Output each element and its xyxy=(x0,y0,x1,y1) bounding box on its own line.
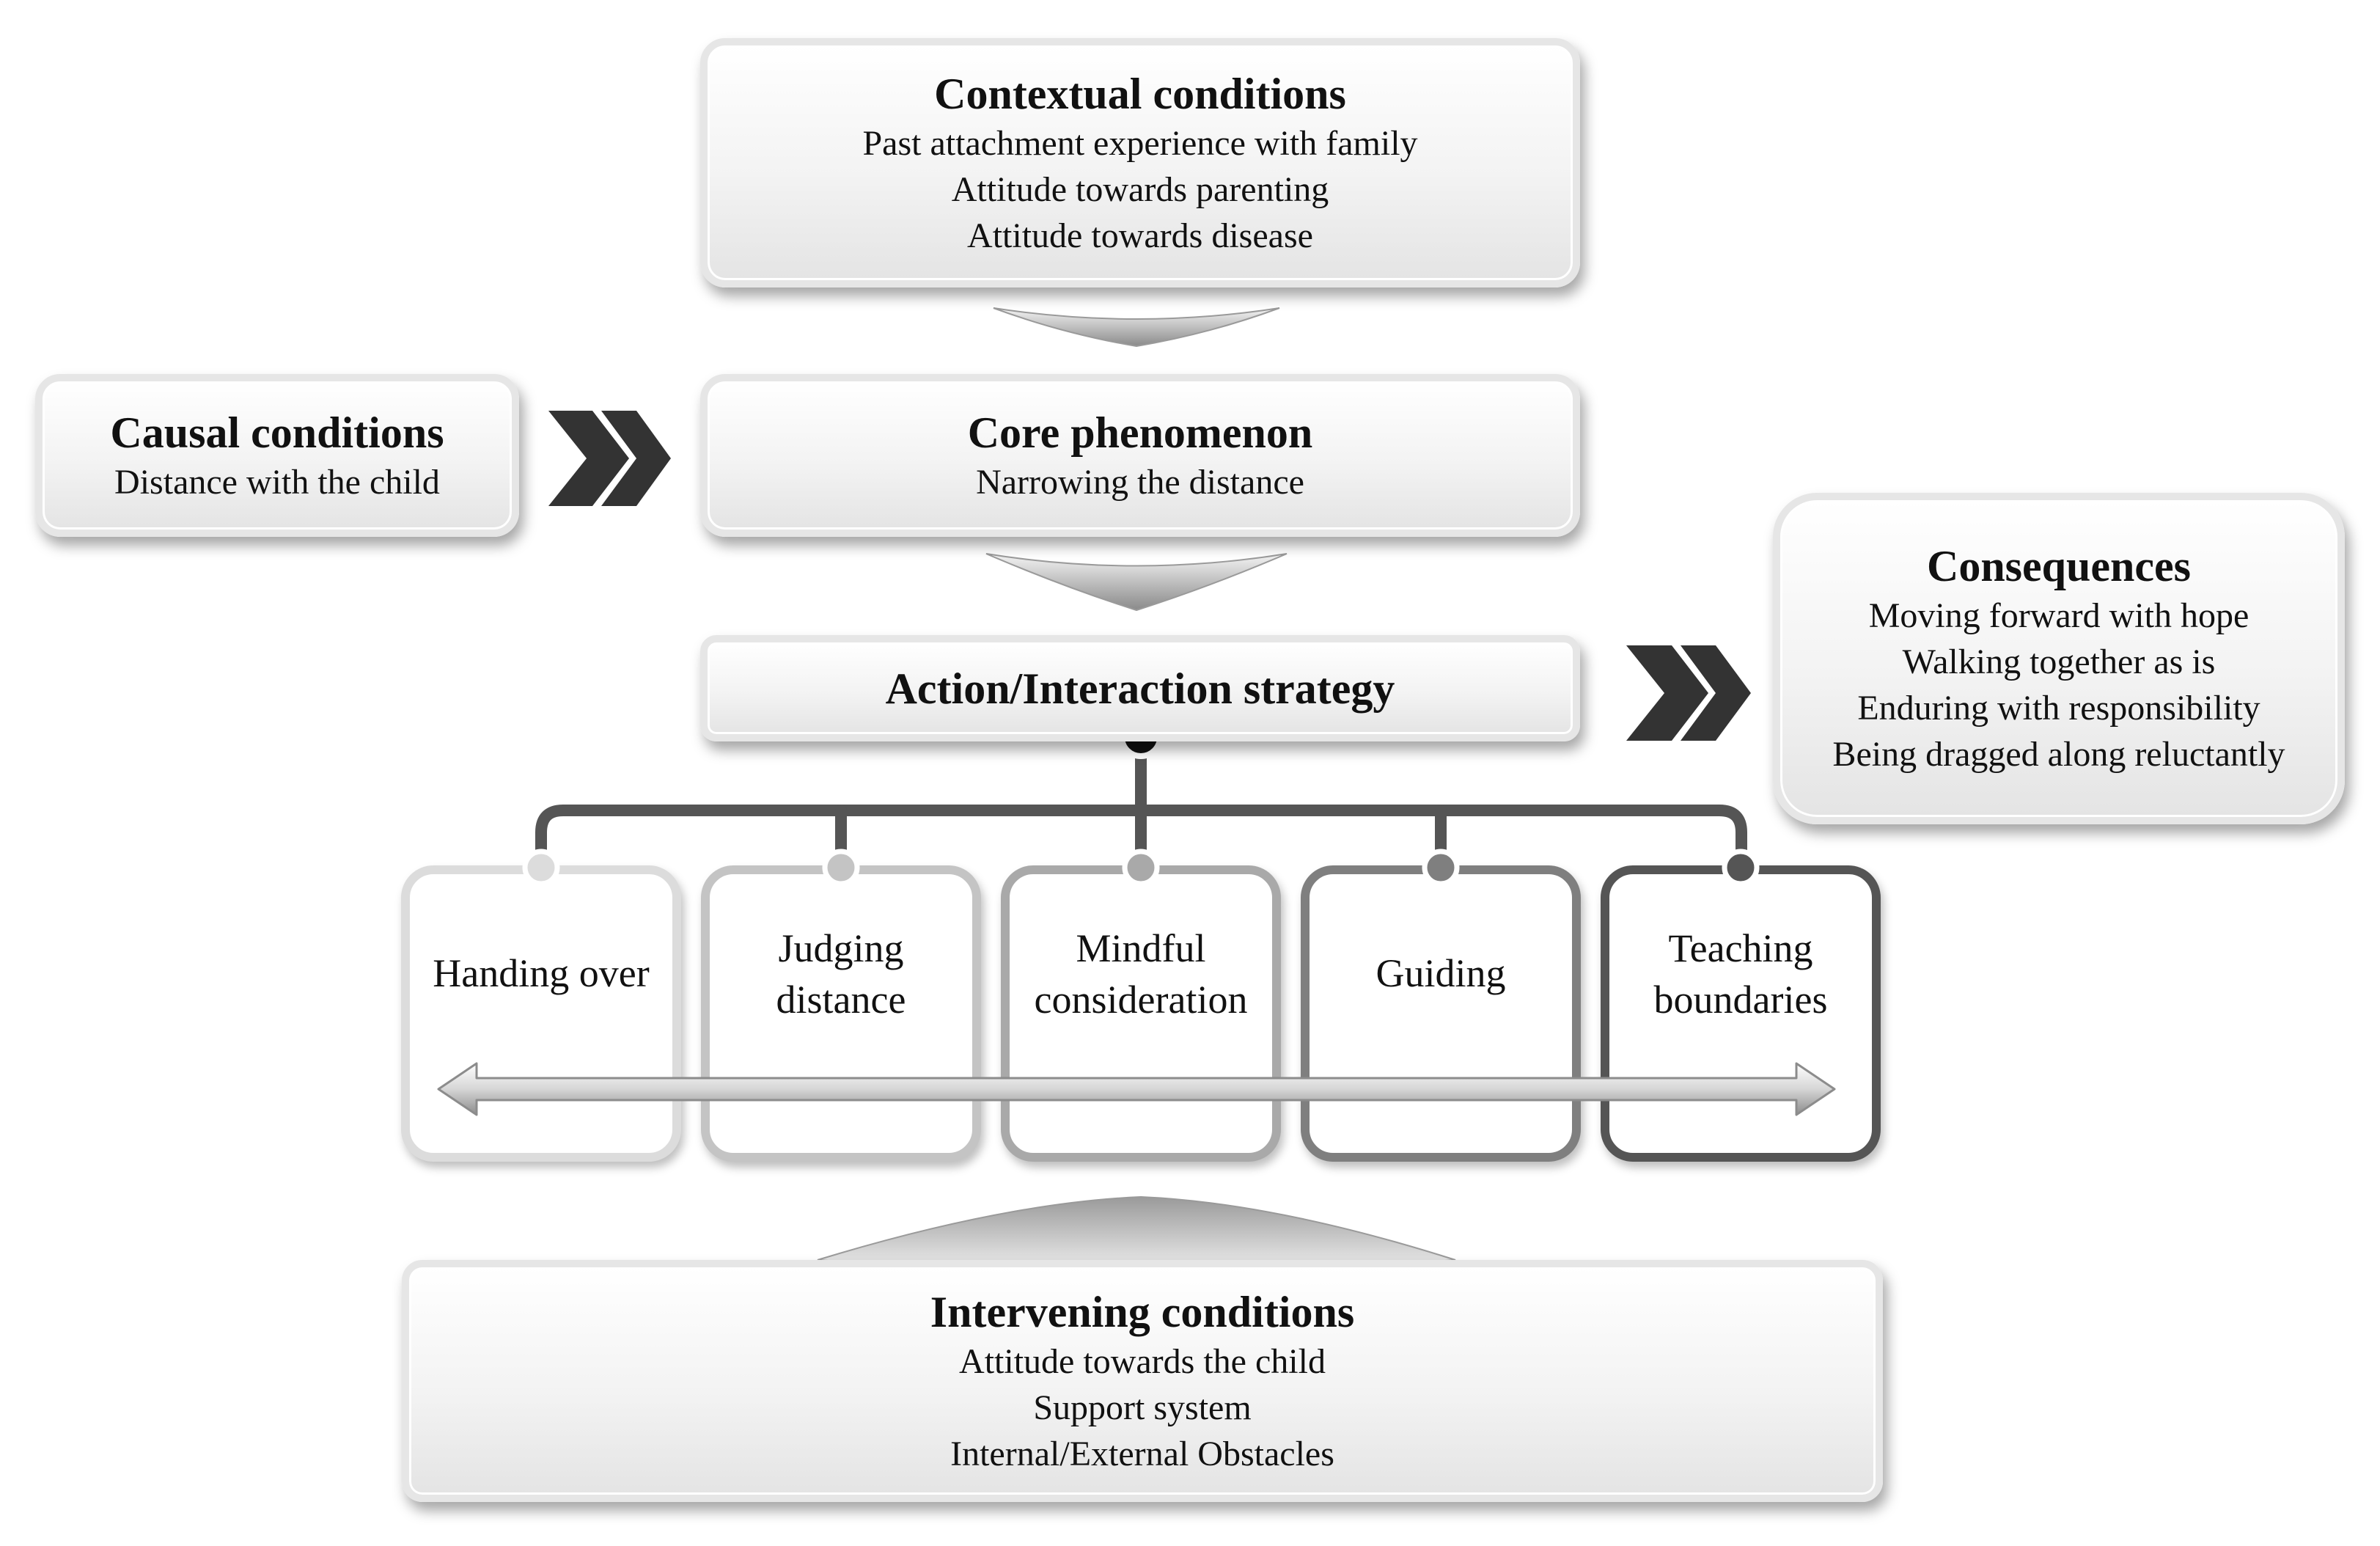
consequences-box: Consequences Moving forward with hope Wa… xyxy=(1773,493,2345,824)
consequence-item: Being dragged along reluctantly xyxy=(1832,735,2285,774)
strategy-handing-over: Handing over xyxy=(401,865,681,1162)
arrow-contextual-to-core xyxy=(993,307,1280,348)
contextual-condition-item: Attitude towards disease xyxy=(967,216,1313,255)
strategy-mindful-consideration: Mindful consideration xyxy=(1001,865,1281,1162)
core-phenomenon-title: Core phenomenon xyxy=(967,408,1313,457)
intervening-condition-item: Attitude towards the child xyxy=(959,1341,1326,1381)
strategy-guiding: Guiding xyxy=(1301,865,1581,1162)
strategy-label: Mindful consideration xyxy=(1034,926,1248,1022)
consequences-title: Consequences xyxy=(1926,542,2192,590)
action-strategy-title: Action/Interaction strategy xyxy=(885,664,1395,713)
contextual-condition-item: Attitude towards parenting xyxy=(951,169,1329,209)
consequence-item: Moving forward with hope xyxy=(1868,596,2249,635)
strategy-label: Handing over xyxy=(433,951,650,995)
consequence-item: Walking together as is xyxy=(1902,642,2216,681)
action-strategy-box: Action/Interaction strategy xyxy=(700,635,1580,741)
intervening-conditions-title: Intervening conditions xyxy=(930,1287,1355,1336)
causal-conditions-box: Causal conditions Distance with the chil… xyxy=(35,374,519,537)
causal-conditions-title: Causal conditions xyxy=(110,408,444,457)
consequence-item: Enduring with responsibility xyxy=(1857,689,2260,728)
causal-condition-item: Distance with the child xyxy=(114,462,440,502)
arrow-core-to-action xyxy=(985,553,1288,612)
core-phenomenon-item: Narrowing the distance xyxy=(976,462,1304,502)
contextual-condition-item: Past attachment experience with family xyxy=(862,123,1418,163)
chevron-action-to-consequences xyxy=(1626,645,1751,741)
contextual-conditions-box: Contextual conditions Past attachment ex… xyxy=(700,38,1580,287)
intervening-condition-item: Internal/External Obstacles xyxy=(950,1434,1334,1473)
intervening-conditions-box: Intervening conditions Attitude towards … xyxy=(402,1260,1883,1502)
strategy-label: Guiding xyxy=(1376,951,1506,995)
strategy-teaching-boundaries: Teaching boundaries xyxy=(1601,865,1881,1162)
chevron-causal-to-core xyxy=(548,411,671,506)
strategy-label: Teaching boundaries xyxy=(1653,926,1828,1022)
strategy-label: Judging distance xyxy=(776,926,906,1022)
intervening-condition-item: Support system xyxy=(1033,1388,1252,1427)
strategy-judging-distance: Judging distance xyxy=(701,865,981,1162)
contextual-conditions-title: Contextual conditions xyxy=(934,69,1346,118)
core-phenomenon-box: Core phenomenon Narrowing the distance xyxy=(700,374,1580,537)
